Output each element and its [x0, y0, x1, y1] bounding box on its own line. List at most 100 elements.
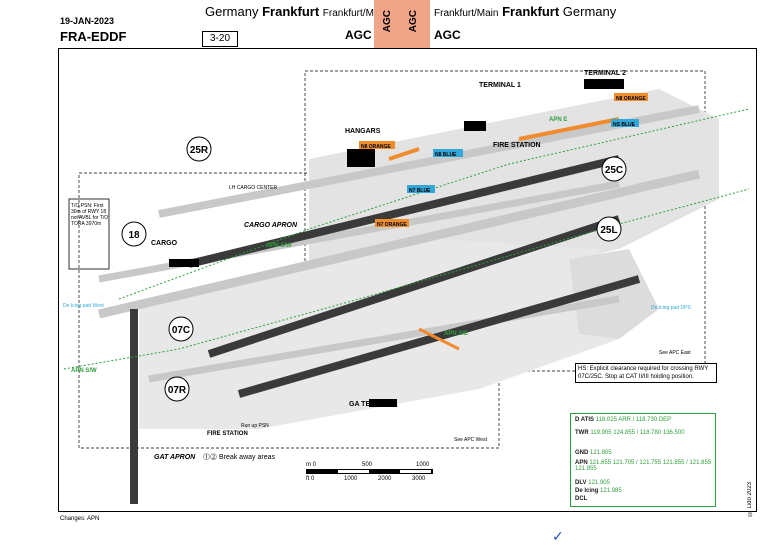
runway-25R-label: 25R: [190, 145, 209, 156]
building-ga: [369, 399, 397, 407]
freq-deicing-label: De Icing: [575, 488, 599, 494]
scale-m1000: 1000: [416, 462, 430, 468]
runway-label-25L-circle: [596, 216, 622, 242]
title-left-city: Frankfurt: [262, 4, 320, 19]
route-line-north: [118, 108, 750, 300]
freq-apn-values: 121.655 121.705 / 121.755 121.855 / 121.…: [575, 460, 712, 472]
taxiway-v: [148, 295, 620, 383]
title-right-region: Frankfurt/Main: [434, 8, 499, 19]
hotspot-n7-blue-label: N7 BLUE: [409, 188, 431, 194]
hs-note: HS: Explicit clearance required for cros…: [575, 363, 717, 383]
agc-left: AGC: [345, 28, 372, 42]
changes-note: Changes: APN: [60, 516, 100, 522]
runway-label-18-circle: [121, 221, 147, 247]
title-left-country: Germany: [205, 4, 259, 19]
building-terminal1: [464, 121, 486, 131]
agc-vertical-2: AGC: [408, 10, 419, 33]
cargo-apron-label: CARGO APRON: [244, 222, 298, 229]
tops-note: T/O PSN: First 30m of RWY 18 not AVBL fo…: [71, 203, 109, 227]
fire-station-west-label: FIRE STATION: [207, 431, 248, 437]
deicing-east-label: De Icing pad DPS: [651, 305, 691, 311]
airport-icao: FRA-EDDF: [60, 29, 127, 44]
frequency-box: D ATIS 118.025 ARR / 118.730 DEP TWR 119…: [570, 413, 716, 507]
see-apc-east-label: See APC East: [659, 350, 691, 356]
hotspot-n7-orange-label: N7 ORANGE: [377, 222, 407, 228]
hangars-label: HANGARS: [345, 128, 381, 135]
checkmark-icon[interactable]: ✓: [552, 528, 564, 544]
runway-18-label: 18: [128, 230, 140, 241]
page-number: 3-20: [202, 31, 238, 47]
terminal2-label: TERMINAL 2: [584, 70, 626, 77]
deicing-west-label: De Icing pad West: [63, 303, 104, 309]
apron-east-zone: [569, 249, 659, 339]
freq-gnd-values: 121.805: [590, 450, 612, 456]
gat-apron-label: GAT APRON: [154, 454, 196, 461]
hotspot-n7-blue[interactable]: [407, 185, 435, 193]
freq-gnd-label: GND: [575, 450, 589, 456]
scale-ft2000: 2000: [378, 476, 392, 482]
freq-twr-values: 119.905 124.855 / 118.780 136.500: [590, 430, 685, 436]
hotspot-n8-blue[interactable]: [433, 149, 463, 157]
building-hangar: [347, 149, 375, 167]
hotspot-orange-line-1: [518, 117, 620, 141]
breakaway-legend: ⓵⓶ Break away areas: [203, 452, 275, 462]
freq-apn-label: APN: [575, 460, 588, 466]
scale-bar: m 0 500 1000 ft 0 1000 2000 3000: [306, 462, 433, 482]
title-left: Germany Frankfurt Frankfurt/Main: [205, 4, 387, 19]
hotspot-n8-orange-label: N8 ORANGE: [361, 144, 391, 150]
hotspot-ns-blue[interactable]: [611, 119, 639, 127]
taxiway-north: [158, 105, 700, 218]
apn-e-label: APN E: [549, 117, 567, 123]
agc-vertical-1: AGC: [382, 10, 393, 33]
cargo-label: CARGO: [151, 240, 178, 247]
hotspot-n8-orange2[interactable]: [614, 93, 648, 101]
breakaway-icon: ⓵⓶: [203, 454, 217, 461]
runway-label-07R-circle: [164, 376, 190, 402]
route-line-south: [63, 188, 750, 370]
apn-s-w-label: APN S/W: [266, 243, 292, 249]
runway-label-25C-circle: [601, 156, 627, 182]
taxiway-south: [97, 169, 701, 319]
hotspot-n8-orange2-label: N8 ORANGE: [616, 96, 646, 102]
scale-ft0: ft 0: [306, 476, 315, 482]
hotspot-orange-line-3: [418, 327, 460, 351]
hotspot-ns-blue-label: NS BLUE: [613, 122, 636, 128]
scale-m0: m 0: [306, 462, 317, 468]
runway-label-25R-circle: [186, 136, 212, 162]
apron-south-zone: [139, 239, 619, 429]
hotspot-n8-orange[interactable]: [359, 141, 395, 149]
breakaway-text: Break away areas: [218, 454, 275, 461]
freq-twr-label: TWR: [575, 430, 589, 436]
runway-07R-25L: [237, 275, 641, 398]
terminal1-label: TERMINAL 1: [479, 82, 521, 89]
scale-m500: 500: [362, 462, 373, 468]
chart-date: 19-JAN-2023: [60, 16, 115, 26]
note-box-tops: [68, 198, 110, 270]
hotspot-n8-blue-label: N8 BLUE: [435, 152, 457, 158]
runway-07C-label: 07C: [172, 325, 190, 336]
freq-dlv-label: DLV: [575, 480, 587, 486]
agc-tab[interactable]: AGC AGC: [374, 0, 430, 48]
runway-07R-label: 07R: [168, 385, 187, 396]
scale-ft1000: 1000: [344, 476, 358, 482]
freq-deicing-values: 121.985: [600, 488, 622, 494]
freq-dlv-values: 121.905: [588, 480, 610, 486]
run-up-label: Run up PSN: [241, 423, 269, 429]
agc-right: AGC: [434, 28, 461, 42]
runway-25L-label: 25L: [600, 225, 617, 236]
fire-station-label: FIRE STATION: [493, 142, 541, 149]
runway-25C-label: 25C: [605, 165, 623, 176]
scale-ft3000: 3000: [412, 476, 426, 482]
hotspot-n7-orange[interactable]: [375, 219, 409, 227]
apn-s-e-label: APN S/E: [444, 331, 468, 337]
copyright: © Lido 2023: [747, 482, 753, 517]
runway-07L-25R: [188, 155, 620, 268]
hotspot-orange-line-2: [388, 147, 420, 161]
title-right-city: Frankfurt: [502, 4, 560, 19]
title-right-country: Germany: [562, 4, 617, 19]
see-apc-west-label: See APC West: [454, 437, 488, 443]
runway-07C-25C: [207, 215, 621, 358]
building-terminal2: [584, 79, 624, 89]
apn-s-w2-label: APN S/W: [71, 368, 97, 374]
freq-datis-label: D ATIS: [575, 417, 594, 423]
